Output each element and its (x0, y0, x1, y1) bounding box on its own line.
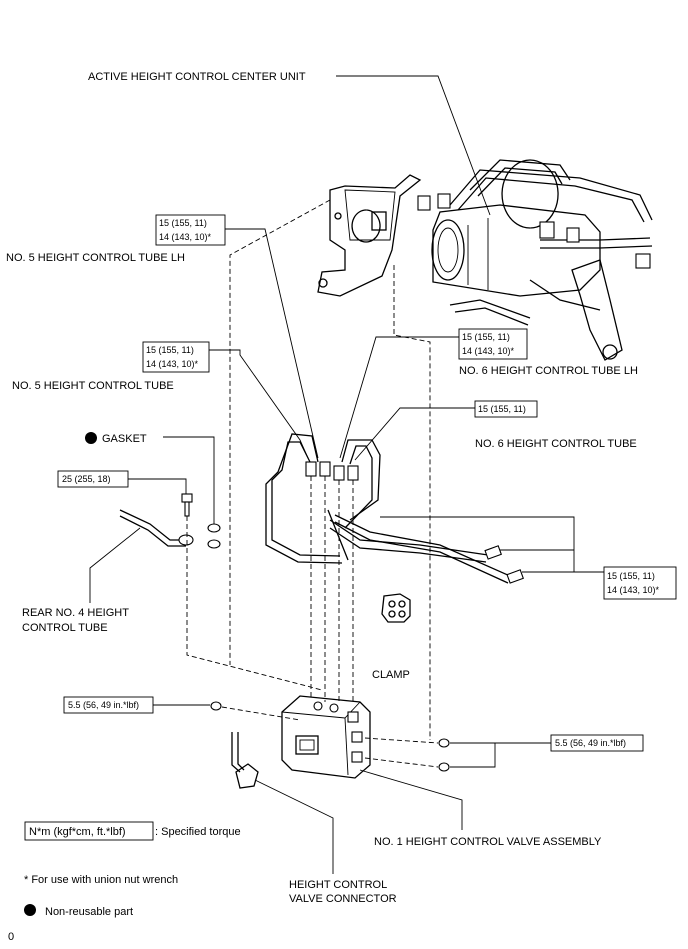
torque-3b: 14 (143, 10)* (462, 346, 515, 356)
label-rear-tube-1: REAR NO. 4 HEIGHT (22, 607, 129, 619)
assembly-dashed-lines (186, 199, 439, 768)
valve-assembly-drawing (210, 695, 450, 789)
bolt-gasket-rear-tube (119, 493, 221, 549)
label-connector-1: HEIGHT CONTROL (289, 879, 387, 891)
torque-5a: 25 (255, 18) (62, 474, 111, 484)
torque-1a: 15 (155, 11) (159, 218, 207, 228)
tube-cluster-drawing (265, 433, 524, 584)
legend: N*m (kgf*cm, ft.*lbf) : Specified torque… (8, 821, 241, 943)
label-tube6-lh: NO. 6 HEIGHT CONTROL TUBE LH (459, 365, 638, 377)
label-rear-tube-2: CONTROL TUBE (22, 622, 108, 634)
label-tube5: NO. 5 HEIGHT CONTROL TUBE (12, 380, 174, 392)
label-center-unit: ACTIVE HEIGHT CONTROL CENTER UNIT (88, 71, 306, 83)
torque-6b: 14 (143, 10)* (607, 585, 660, 595)
legend-torque-box: N*m (kgf*cm, ft.*lbf) (29, 826, 126, 838)
label-valve-assembly: NO. 1 HEIGHT CONTROL VALVE ASSEMBLY (374, 836, 602, 848)
legend-union-note: * For use with union nut wrench (24, 874, 178, 886)
corner-mark: 0 (8, 931, 14, 943)
non-reusable-dot-icon (85, 432, 97, 444)
torque-boxes: 15 (155, 11) 14 (143, 10)* 15 (155, 11) … (57, 214, 677, 752)
legend-non-reusable: Non-reusable part (45, 906, 133, 918)
torque-3a: 15 (155, 11) (462, 332, 510, 342)
label-gasket: GASKET (102, 433, 147, 445)
torque-1b: 14 (143, 10)* (159, 232, 212, 242)
torque-6a: 15 (155, 11) (607, 571, 655, 581)
labels: ACTIVE HEIGHT CONTROL CENTER UNIT NO. 5 … (6, 71, 638, 905)
clamp-drawing (381, 593, 411, 623)
center-unit-drawing (317, 159, 653, 361)
label-tube6: NO. 6 HEIGHT CONTROL TUBE (475, 438, 637, 450)
torque-4a: 15 (155, 11) (478, 404, 526, 414)
label-tube5-lh: NO. 5 HEIGHT CONTROL TUBE LH (6, 252, 185, 264)
legend-torque-desc: : Specified torque (155, 826, 241, 838)
label-connector-2: VALVE CONNECTOR (289, 893, 397, 905)
torque-7a: 5.5 (56, 49 in.*lbf) (68, 700, 139, 710)
leader-lines (89, 75, 604, 874)
legend-non-reusable-icon (24, 904, 36, 916)
torque-2a: 15 (155, 11) (146, 345, 194, 355)
torque-2b: 14 (143, 10)* (146, 359, 199, 369)
label-clamp: CLAMP (372, 669, 410, 681)
torque-8a: 5.5 (56, 49 in.*lbf) (555, 738, 626, 748)
